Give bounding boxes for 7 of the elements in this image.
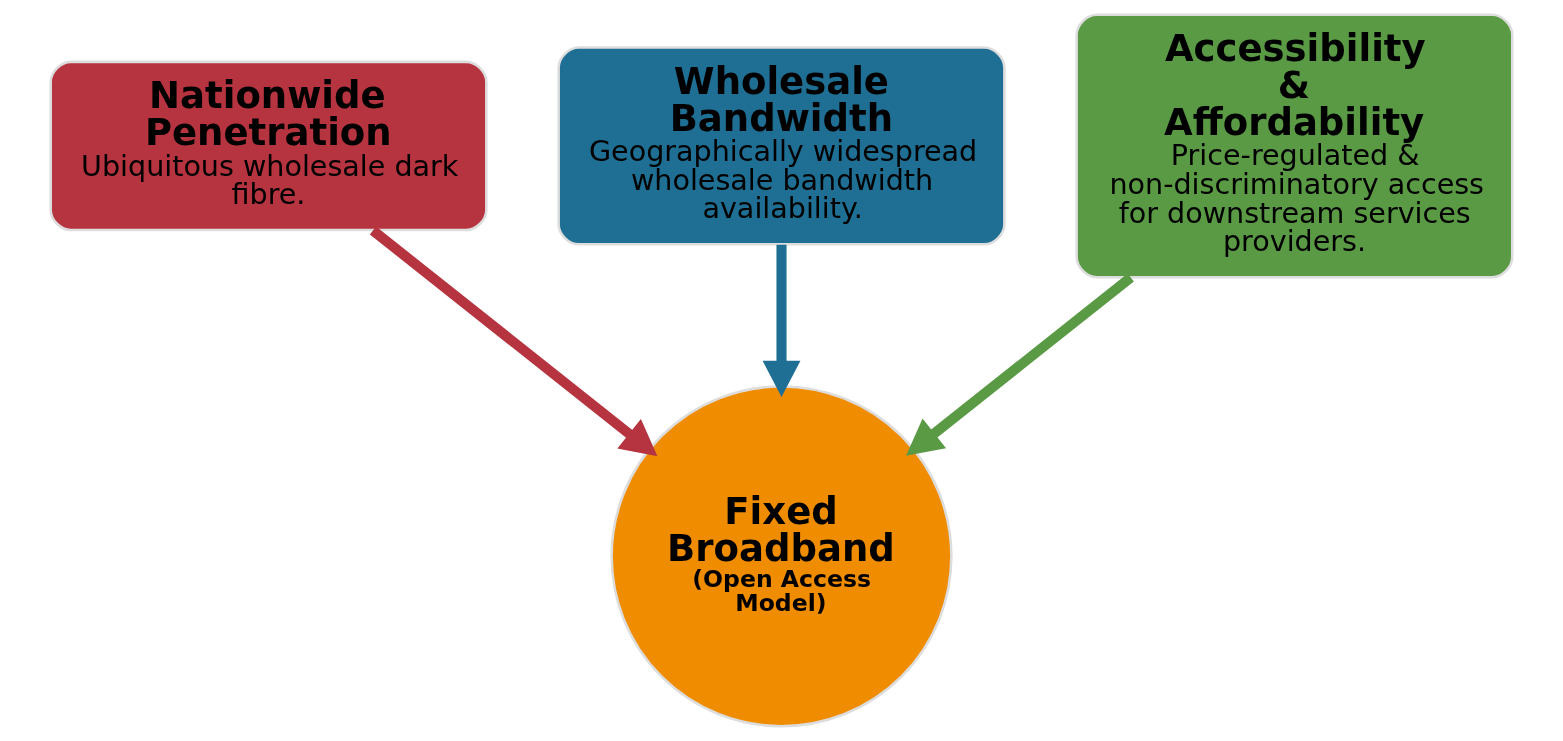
- arrow: [762, 244, 801, 397]
- node-circle: Fixed Broadband (Open Access Model): [610, 385, 953, 728]
- node-box: Wholesale Bandwidth Geographically widespread wholesale bandwidth availability.: [557, 46, 1006, 246]
- arrow: [906, 273, 1134, 456]
- node-box: Nationwide Penetration Ubiquitous wholesale dark fibre.: [49, 60, 488, 232]
- arrow: [369, 226, 658, 457]
- node-box: Accessibility & Affordability Price-regulated & non-discriminatory access for downstream services providers.: [1075, 13, 1514, 279]
